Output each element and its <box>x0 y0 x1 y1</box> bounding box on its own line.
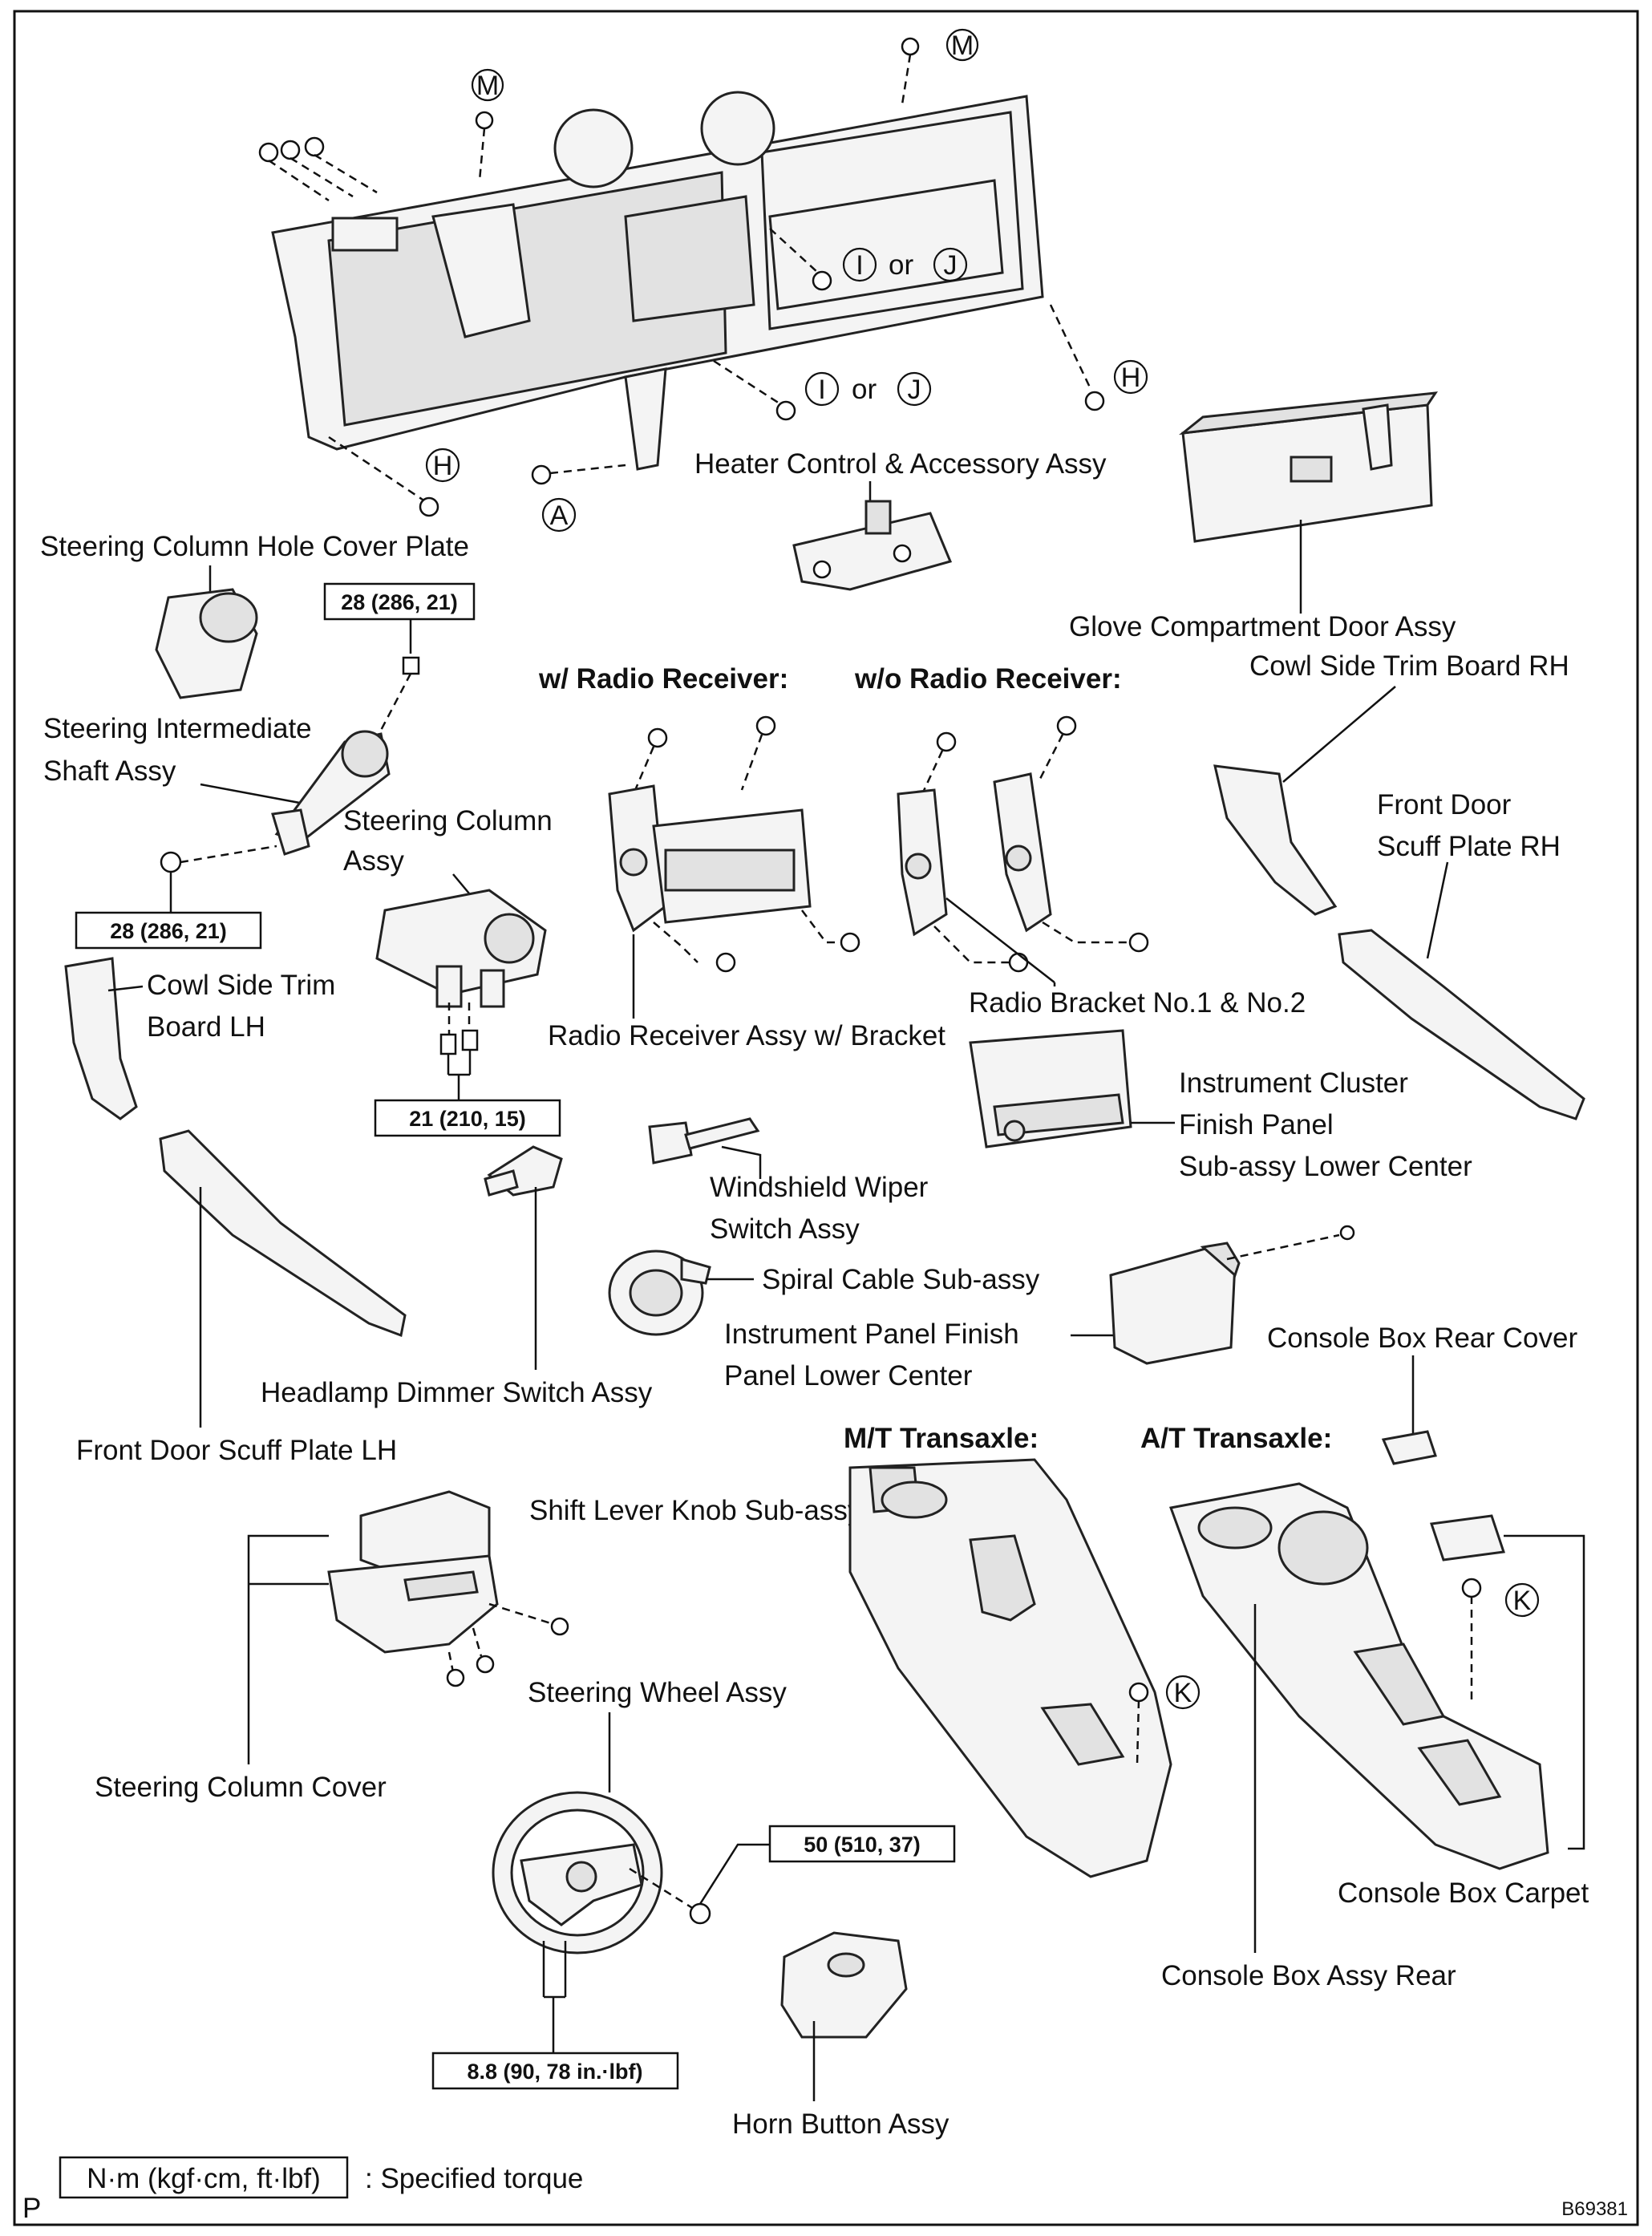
steering-column-drawing <box>375 889 547 1008</box>
label-radio-receiver: Radio Receiver Assy w/ Bracket <box>548 1020 945 1051</box>
callout-h-right-label: H <box>1121 363 1141 393</box>
callout-m-left-label: M <box>476 71 499 101</box>
label-cowl-lh-1: Cowl Side Trim <box>147 970 335 1001</box>
radio-bracket-drawing <box>897 715 1149 973</box>
label-column-cover: Steering Column Cover <box>95 1772 387 1803</box>
column-hole-cover-drawing <box>155 588 258 699</box>
label-horn-button: Horn Button Assy <box>732 2108 949 2140</box>
steering-wheel-drawing <box>492 1791 663 1954</box>
label-front-scuff-rh-2: Scuff Plate RH <box>1377 831 1561 862</box>
wiper-switch-drawing <box>648 1117 760 1165</box>
intermediate-shaft-drawing <box>271 730 391 856</box>
torque-value-4: 50 (510, 37) <box>804 1833 921 1857</box>
label-console-carpet: Console Box Carpet <box>1338 1878 1589 1909</box>
callout-m-right: M <box>901 28 979 105</box>
label-shift-knob: Shift Lever Knob Sub-assy <box>529 1495 862 1526</box>
label-cluster-panel-2: Finish Panel <box>1179 1109 1334 1140</box>
instrument-panel-drawing <box>271 91 1044 471</box>
finish-panel-drawing <box>1109 1242 1241 1365</box>
or-label-lower: or <box>852 374 877 405</box>
label-wiper-switch-1: Windshield Wiper <box>710 1172 929 1203</box>
header-at: A/T Transaxle: <box>1140 1423 1332 1454</box>
label-spiral-cable: Spiral Cable Sub-assy <box>762 1264 1040 1295</box>
callout-k-mt: K <box>1174 1678 1192 1708</box>
callout-j-upper: J <box>944 250 958 281</box>
header-wo-radio: w/o Radio Receiver: <box>854 663 1122 695</box>
console-rear-cover-drawing <box>1381 1430 1437 1465</box>
at-console-drawing <box>1168 1482 1549 1870</box>
callout-a: A <box>531 464 626 533</box>
callout-h-left-label: H <box>433 451 453 481</box>
label-heater-control: Heater Control & Accessory Assy <box>694 448 1107 480</box>
header-w-radio: w/ Radio Receiver: <box>538 663 788 695</box>
figure-code: B69381 <box>1561 2198 1628 2220</box>
torque-box-3: 21 (210, 15) <box>374 1099 561 1137</box>
torque-box-4: 50 (510, 37) <box>768 1825 956 1863</box>
torque-value-5: 8.8 (90, 78 in.·lbf) <box>467 2060 642 2084</box>
torque-value-3: 21 (210, 15) <box>409 1107 526 1131</box>
mt-console-drawing <box>848 1458 1172 1878</box>
callout-i-or-j-lower: I or J <box>713 359 932 421</box>
torque-box-1: 28 (286, 21) <box>323 582 476 621</box>
label-cowl-rh: Cowl Side Trim Board RH <box>1249 650 1569 682</box>
footer-p: P <box>22 2193 41 2224</box>
callout-m-right-label: M <box>951 30 974 61</box>
label-steering-column-1: Steering Column <box>343 805 553 836</box>
label-steering-wheel: Steering Wheel Assy <box>528 1677 787 1708</box>
label-glove-door: Glove Compartment Door Assy <box>1069 611 1456 642</box>
torque-value-2: 28 (286, 21) <box>110 919 227 943</box>
label-headlamp-switch: Headlamp Dimmer Switch Assy <box>261 1377 653 1408</box>
label-finish-panel-2: Panel Lower Center <box>724 1360 973 1391</box>
front-scuff-lh-drawing <box>159 1129 407 1338</box>
torque-box-5: 8.8 (90, 78 in.·lbf) <box>431 2052 679 2090</box>
page-frame <box>13 10 1639 2226</box>
spiral-cable-drawing <box>608 1250 711 1336</box>
headlamp-switch-drawing <box>484 1145 563 1197</box>
label-intermediate-shaft-1: Steering Intermediate <box>43 713 312 744</box>
label-front-scuff-rh-1: Front Door <box>1377 789 1512 820</box>
legend-unit: N·m (kgf·cm, ft·lbf) <box>87 2163 321 2194</box>
label-console-assy-rear: Console Box Assy Rear <box>1161 1960 1456 1991</box>
legend-text: : Specified torque <box>365 2163 583 2194</box>
label-cluster-panel-3: Sub-assy Lower Center <box>1179 1151 1472 1182</box>
label-cluster-panel-1: Instrument Cluster <box>1179 1067 1408 1099</box>
torque-box-2: 28 (286, 21) <box>75 911 262 950</box>
callout-h-left: H <box>328 435 460 517</box>
callout-i-or-j-upper: I or J <box>769 228 968 291</box>
label-finish-panel-1: Instrument Panel Finish <box>724 1319 1019 1350</box>
or-label-upper: or <box>889 249 913 281</box>
callout-h-right: H <box>1049 304 1148 411</box>
front-scuff-rh-drawing <box>1338 929 1585 1120</box>
callout-a-label: A <box>550 500 569 531</box>
label-radio-bracket: Radio Bracket No.1 & No.2 <box>969 987 1306 1019</box>
column-cover-drawing <box>327 1490 499 1654</box>
label-front-scuff-lh: Front Door Scuff Plate LH <box>76 1435 397 1466</box>
callout-i-upper: I <box>856 250 863 281</box>
label-console-rear-cover: Console Box Rear Cover <box>1267 1323 1577 1354</box>
label-intermediate-shaft-2: Shaft Assy <box>43 755 176 787</box>
label-steering-column-2: Assy <box>343 845 404 877</box>
cowl-rh-drawing <box>1213 764 1338 916</box>
callout-j-lower: J <box>908 375 921 405</box>
header-mt: M/T Transaxle: <box>844 1423 1039 1454</box>
torque-legend: N·m (kgf·cm, ft·lbf) : Specified torque <box>59 2156 583 2199</box>
torque-value-1: 28 (286, 21) <box>341 590 458 614</box>
cowl-lh-drawing <box>64 957 138 1120</box>
heater-control-drawing <box>792 500 953 591</box>
callout-k-at: K <box>1513 1586 1532 1616</box>
nuts-top-left <box>258 136 378 202</box>
label-column-hole-cover: Steering Column Hole Cover Plate <box>40 531 469 562</box>
cluster-panel-drawing <box>969 1029 1132 1148</box>
label-wiper-switch-2: Switch Assy <box>710 1213 860 1245</box>
radio-receiver-drawing <box>608 715 860 973</box>
console-carpet-drawing <box>1430 1514 1505 1562</box>
glove-compartment-drawing <box>1178 391 1439 543</box>
label-cowl-lh-2: Board LH <box>147 1011 265 1043</box>
horn-button-drawing <box>780 1931 908 2039</box>
callout-m-left: M <box>471 68 504 181</box>
callout-i-lower: I <box>818 375 825 405</box>
